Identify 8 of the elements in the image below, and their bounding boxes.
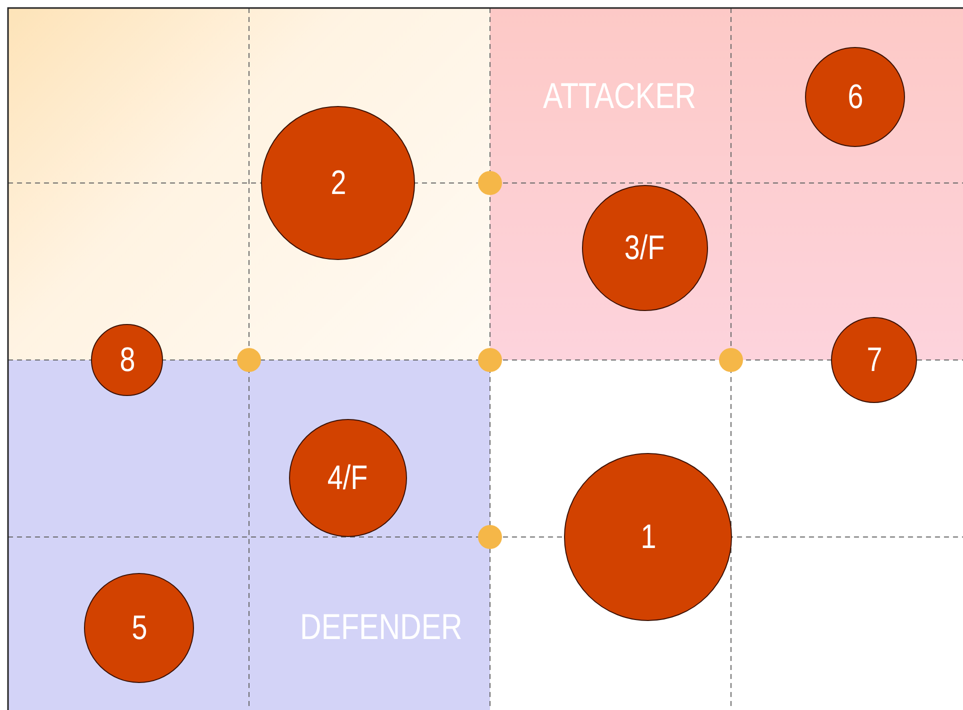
player-number: 1 xyxy=(640,518,656,556)
player-number: 4/F xyxy=(328,458,368,498)
player-number: 5 xyxy=(131,608,147,648)
player-number: 8 xyxy=(119,340,135,380)
player-number: 7 xyxy=(866,340,882,380)
player-number: 6 xyxy=(847,78,863,116)
player-number: 2 xyxy=(330,164,346,202)
player-number: 3/F xyxy=(624,228,666,268)
